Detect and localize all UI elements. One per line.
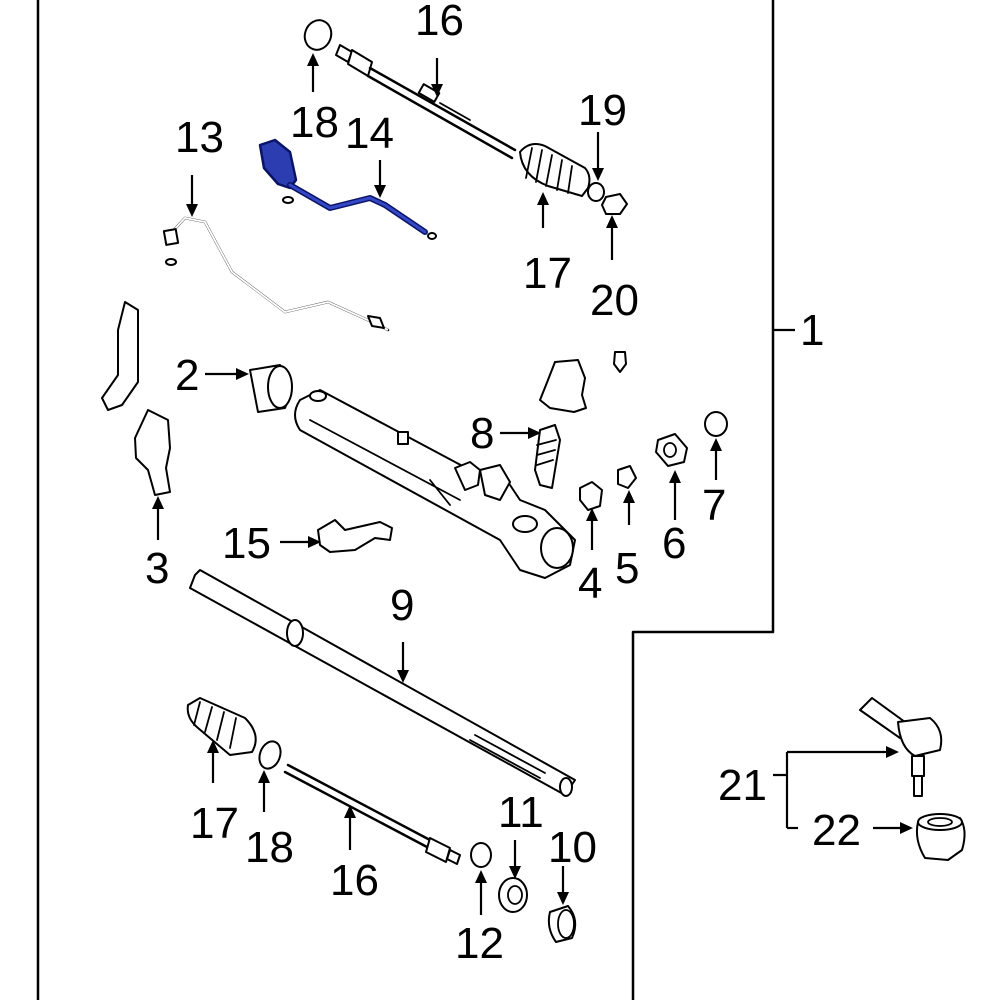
- callout-10: 10: [548, 823, 597, 872]
- callout-13: 13: [175, 113, 224, 162]
- tie-rod-top: [335, 44, 517, 160]
- cap-4: [579, 481, 603, 511]
- gasket-6: [655, 433, 688, 467]
- ring-18-bottom: [258, 740, 282, 770]
- callout-9: 9: [390, 581, 414, 630]
- callout-7: 7: [702, 481, 726, 530]
- plug-5: [617, 465, 637, 489]
- callout-22: 22: [812, 806, 861, 855]
- seal-7: [704, 411, 728, 437]
- callout-16-top: 16: [415, 0, 464, 45]
- assembly-frame: [36, 0, 775, 1002]
- callout-20: 20: [590, 276, 639, 325]
- callout-8: 8: [470, 409, 494, 458]
- callout-16-bottom: 16: [330, 856, 379, 905]
- boot-top: [519, 143, 591, 197]
- valve-8: [534, 424, 561, 489]
- ring-12: [470, 842, 492, 868]
- callout-4: 4: [578, 559, 602, 608]
- callout-17-top: 17: [523, 249, 572, 298]
- boot-22: [915, 813, 966, 861]
- bushing-10: [547, 905, 577, 943]
- callout-18-bottom: 18: [245, 823, 294, 872]
- callout-2: 2: [175, 351, 199, 400]
- callout-5: 5: [615, 544, 639, 593]
- callout-14: 14: [345, 109, 394, 158]
- nut-20: [601, 193, 628, 215]
- pipe-13: [162, 216, 390, 332]
- rack-bar-9: [189, 569, 576, 797]
- callout-11: 11: [498, 788, 544, 837]
- tie-rod-bottom: [283, 763, 461, 865]
- callout-18-top: 18: [290, 98, 339, 147]
- callout-19: 19: [578, 86, 627, 135]
- callout-3: 3: [145, 544, 169, 593]
- boot-bottom: [186, 697, 257, 756]
- bracket-3: [134, 409, 171, 496]
- callout-6: 6: [662, 519, 686, 568]
- callout-12: 12: [455, 919, 504, 968]
- tie-rod-end-21: [859, 697, 943, 797]
- valve-housing: [539, 351, 627, 413]
- rack-housing: [294, 389, 576, 579]
- bracket-15: [317, 519, 393, 553]
- bushing-2: [249, 364, 293, 413]
- ring-18-top: [303, 19, 333, 51]
- hydraulic-line-14-highlighted: [258, 138, 437, 240]
- callout-21: 21: [718, 761, 767, 810]
- bracket-left-upper: [101, 301, 139, 411]
- seal-11: [498, 877, 528, 913]
- callout-1: 1: [800, 306, 824, 355]
- callout-17-bottom: 17: [190, 799, 239, 848]
- callout-15: 15: [222, 519, 271, 568]
- clamp-19: [587, 182, 605, 202]
